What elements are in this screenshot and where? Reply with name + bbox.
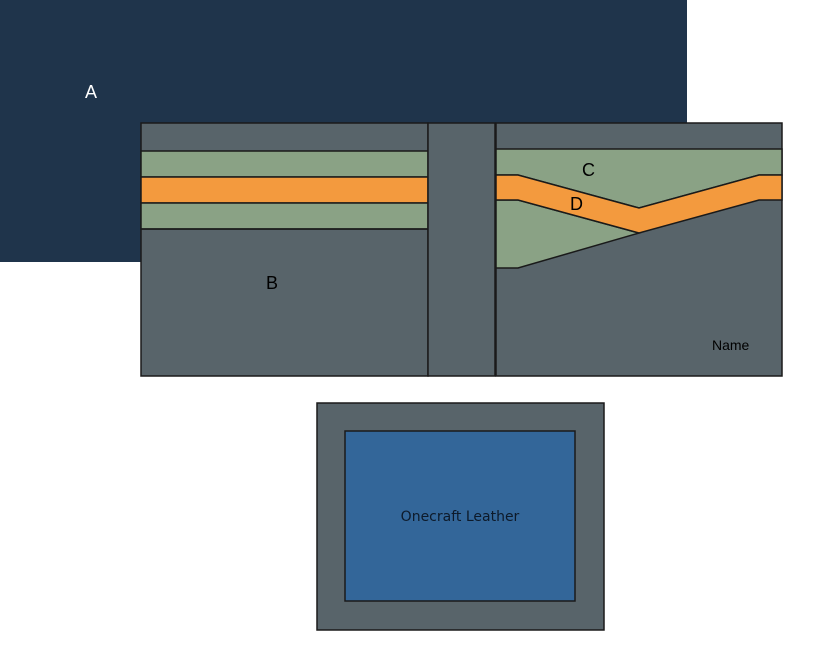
- left-pocket-orange-stripe: [140, 176, 429, 204]
- left-interior-panel: [140, 122, 429, 377]
- left-pocket-bottom-green: [140, 202, 429, 230]
- piece-b-label: B: [266, 273, 279, 293]
- left-pocket-top-green: [140, 150, 429, 178]
- piece-d-label: D: [570, 194, 583, 214]
- piece-a-label: A: [85, 82, 98, 102]
- piece-d-orange-stripe: [495, 174, 783, 234]
- card-inner-blue: [344, 430, 576, 602]
- card-brand-label: Onecraft Leather: [400, 509, 520, 525]
- piece-c-label: C: [582, 160, 595, 180]
- spine: [427, 122, 496, 377]
- name-tag-label: Name: [712, 337, 750, 353]
- right-interior-panel: [495, 122, 783, 377]
